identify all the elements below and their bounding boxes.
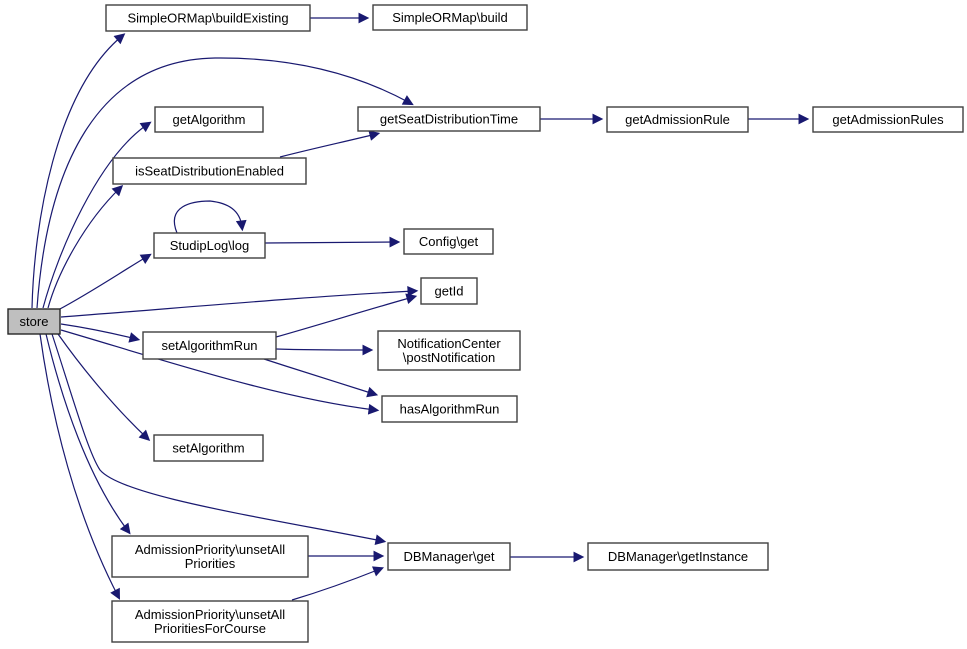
node-label: hasAlgorithmRun bbox=[400, 402, 500, 417]
node-getAdmissionRules[interactable]: getAdmissionRules bbox=[812, 106, 964, 133]
node-label: getSeatDistributionTime bbox=[380, 112, 518, 127]
edge-store-to-studipLogLog bbox=[57, 253, 152, 311]
nodes-layer: store SimpleORMap\buildExisting SimpleORMa… bbox=[7, 4, 964, 643]
node-box[interactable] bbox=[606, 106, 749, 133]
node-setAlgorithmRun[interactable]: setAlgorithmRun bbox=[142, 331, 277, 360]
edge-store-to-unsetAllPrioritiesForCourse bbox=[39, 333, 120, 600]
node-unsetAllPrioritiesForCourse[interactable]: AdmissionPriority\unsetAllPrioritiesForC… bbox=[111, 600, 309, 643]
node-box[interactable] bbox=[381, 395, 518, 423]
edge-store-to-getAlgorithm bbox=[42, 121, 152, 309]
node-label: DBManager\get bbox=[403, 549, 494, 564]
node-label: \postNotification bbox=[403, 350, 496, 365]
edge-setAlgorithmRun-to-getId bbox=[275, 293, 418, 338]
node-box[interactable] bbox=[154, 106, 264, 133]
node-label: AdmissionPriority\unsetAll bbox=[135, 607, 285, 622]
node-store: store bbox=[7, 308, 61, 335]
node-setAlgorithm[interactable]: setAlgorithm bbox=[153, 434, 264, 462]
node-label: AdmissionPriority\unsetAll bbox=[135, 542, 285, 557]
node-box[interactable] bbox=[357, 106, 541, 132]
node-box[interactable] bbox=[153, 434, 264, 462]
edge-studipLogLog-to-studipLogLog bbox=[174, 200, 247, 234]
edge-store-to-isSeatDistributionEnabled bbox=[47, 184, 124, 309]
node-label: DBManager\getInstance bbox=[608, 549, 748, 564]
node-label: SimpleORMap\build bbox=[392, 10, 508, 25]
node-label: getAdmissionRules bbox=[832, 112, 944, 127]
edge-store-to-hasAlgorithmRun bbox=[60, 329, 380, 415]
edge-store-to-buildExisting bbox=[31, 33, 126, 309]
edge-store-to-unsetAllPriorities bbox=[45, 333, 131, 535]
node-box[interactable] bbox=[105, 4, 311, 32]
edge-store-to-setAlgorithmRun bbox=[60, 323, 141, 343]
node-label: getId bbox=[435, 284, 464, 299]
edge-store-to-getSeatDistributionTime bbox=[36, 57, 414, 309]
node-box[interactable] bbox=[377, 330, 521, 371]
node-box bbox=[7, 308, 61, 335]
node-box[interactable] bbox=[153, 232, 266, 259]
node-label: getAlgorithm bbox=[173, 112, 246, 127]
node-box[interactable] bbox=[812, 106, 964, 133]
node-isSeatDistributionEnabled[interactable]: isSeatDistributionEnabled bbox=[112, 157, 307, 185]
node-label: Priorities bbox=[185, 556, 236, 571]
node-box[interactable] bbox=[403, 228, 494, 255]
edge-unsetAllPrioritiesForCourse-to-dbManagerGet bbox=[291, 566, 385, 601]
edge-store-to-dbManagerGet bbox=[51, 333, 387, 546]
edges-layer bbox=[31, 12, 810, 601]
node-label: SimpleORMap\buildExisting bbox=[127, 11, 288, 26]
edge-store-to-setAlgorithm bbox=[57, 333, 151, 441]
node-label: PrioritiesForCourse bbox=[154, 621, 266, 636]
node-dbManagerGetInstance[interactable]: DBManager\getInstance bbox=[587, 542, 769, 571]
node-box[interactable] bbox=[387, 542, 511, 571]
node-label: setAlgorithm bbox=[172, 441, 244, 456]
edge-setAlgorithmRun-to-notificationCenterPostNotification bbox=[275, 344, 374, 356]
node-box[interactable] bbox=[420, 277, 478, 305]
edge-studipLogLog-to-configGet bbox=[264, 236, 401, 248]
node-box[interactable] bbox=[372, 4, 528, 31]
node-box[interactable] bbox=[111, 600, 309, 643]
node-label: Config\get bbox=[419, 234, 479, 249]
node-label: store bbox=[20, 314, 49, 329]
node-getAlgorithm[interactable]: getAlgorithm bbox=[154, 106, 264, 133]
node-box[interactable] bbox=[112, 157, 307, 185]
node-build[interactable]: SimpleORMap\build bbox=[372, 4, 528, 31]
node-label: StudipLog\log bbox=[170, 238, 250, 253]
node-box[interactable] bbox=[587, 542, 769, 571]
node-label: getAdmissionRule bbox=[625, 112, 730, 127]
node-label: setAlgorithmRun bbox=[161, 338, 257, 353]
node-buildExisting[interactable]: SimpleORMap\buildExisting bbox=[105, 4, 311, 32]
edge-store-to-getId bbox=[60, 285, 419, 318]
edge-setAlgorithmRun-to-hasAlgorithmRun bbox=[263, 358, 379, 398]
node-getAdmissionRule[interactable]: getAdmissionRule bbox=[606, 106, 749, 133]
node-box[interactable] bbox=[111, 535, 309, 578]
node-dbManagerGet[interactable]: DBManager\get bbox=[387, 542, 511, 571]
edge-isSeatDistributionEnabled-to-getSeatDistributionTime bbox=[279, 130, 381, 158]
node-label: isSeatDistributionEnabled bbox=[135, 164, 284, 179]
node-getSeatDistributionTime[interactable]: getSeatDistributionTime bbox=[357, 106, 541, 132]
node-notificationCenterPostNotification[interactable]: NotificationCenter\postNotification bbox=[377, 330, 521, 371]
node-box[interactable] bbox=[142, 331, 277, 360]
node-configGet[interactable]: Config\get bbox=[403, 228, 494, 255]
node-label: NotificationCenter bbox=[397, 336, 501, 351]
node-studipLogLog[interactable]: StudipLog\log bbox=[153, 232, 266, 259]
node-hasAlgorithmRun[interactable]: hasAlgorithmRun bbox=[381, 395, 518, 423]
node-getId[interactable]: getId bbox=[420, 277, 478, 305]
